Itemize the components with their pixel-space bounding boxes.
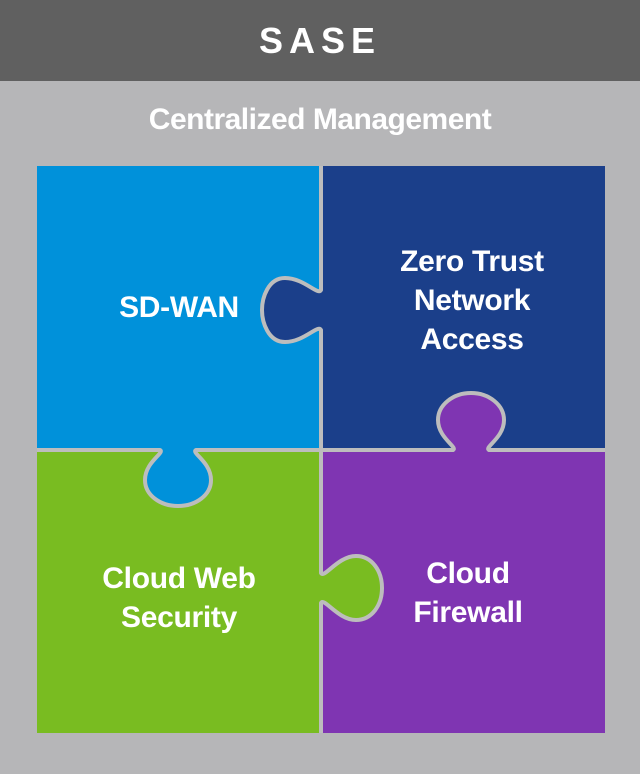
label-line: Security	[121, 601, 237, 634]
knob-ztna	[262, 278, 321, 342]
label-line: SD-WAN	[119, 291, 239, 324]
label-line: Cloud	[426, 557, 510, 590]
subtitle: Centralized Management	[148, 103, 492, 136]
header-bar: SASE	[0, 0, 640, 81]
knob-sd-wan	[145, 450, 211, 506]
label-cloud-firewall: Cloud Firewall	[326, 554, 610, 632]
knob-cloud-firewall	[438, 393, 504, 450]
label-cloud-web-security: Cloud Web Security	[37, 559, 321, 637]
label-line: Cloud Web	[102, 562, 256, 595]
label-sd-wan: SD-WAN	[37, 288, 321, 327]
knob-cloud-web-security	[321, 556, 382, 620]
label-line: Zero Trust	[400, 245, 544, 278]
label-line: Access	[420, 323, 524, 356]
seam-lines	[37, 166, 605, 733]
header-title: SASE	[258, 19, 382, 61]
label-line: Network	[413, 284, 531, 317]
label-line: Firewall	[413, 596, 523, 629]
label-ztna: Zero Trust Network Access	[330, 242, 614, 359]
